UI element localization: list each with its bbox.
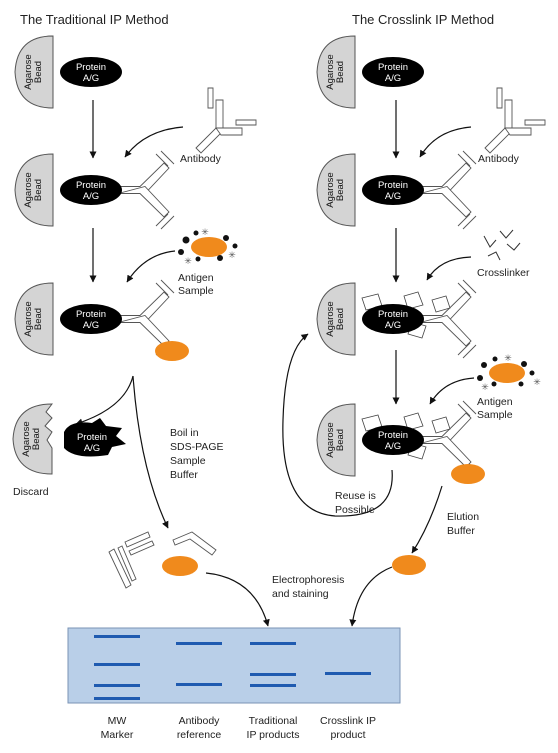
- lane-label-traditional-2: IP products: [247, 729, 300, 741]
- label-elution-1: Elution: [447, 511, 479, 523]
- svg-text:✳: ✳: [533, 377, 541, 387]
- svg-text:A/G: A/G: [385, 191, 401, 202]
- svg-text:A/G: A/G: [385, 441, 401, 452]
- svg-text:AgaroseBead: AgaroseBead: [23, 301, 44, 336]
- lane-label-marker-2: Marker: [101, 729, 134, 741]
- bead-protein-row4-right: AgaroseBead Protein A/G: [316, 400, 485, 484]
- band-traditional-1: [250, 642, 296, 645]
- svg-text:✳: ✳: [184, 256, 192, 266]
- eluted-antigen: [392, 555, 426, 575]
- svg-text:Protein: Protein: [378, 180, 408, 191]
- antibody-free-left: [195, 87, 257, 154]
- bead-protein-row3-left: AgaroseBead Protein A/G: [14, 279, 189, 361]
- label-boil-4: Buffer: [170, 469, 198, 481]
- svg-text:AgaroseBead: AgaroseBead: [325, 54, 346, 89]
- label-electro-1: Electrophoresis: [272, 574, 344, 586]
- svg-text:✳: ✳: [201, 227, 209, 237]
- antigen-sample-left: ✳ ✳ ✳: [178, 227, 238, 266]
- svg-text:A/G: A/G: [385, 73, 401, 84]
- gel: [67, 627, 401, 704]
- svg-text:Protein: Protein: [378, 62, 408, 73]
- svg-text:AgaroseBead: AgaroseBead: [21, 421, 42, 456]
- lane-label-crosslink-1: Crosslink IP: [320, 715, 376, 727]
- crosslinker-molecules: [483, 229, 521, 261]
- label-antibody-left: Antibody: [180, 153, 222, 165]
- svg-text:✳: ✳: [504, 353, 512, 363]
- svg-text:✳: ✳: [228, 250, 236, 260]
- bead-protein-row2-right: AgaroseBead Protein A/G: [316, 150, 477, 230]
- band-traditional-3: [250, 684, 296, 687]
- lane-label-marker-1: MW: [108, 715, 127, 727]
- band-marker-4: [94, 697, 140, 700]
- band-marker-1: [94, 635, 140, 638]
- bead-protein-row3-right: AgaroseBead Protein A/G: [316, 279, 477, 359]
- title-traditional: The Traditional IP Method: [20, 12, 169, 27]
- loose-antibody-fragments: [108, 531, 217, 589]
- svg-text:Protein: Protein: [378, 309, 408, 320]
- svg-text:A/G: A/G: [83, 73, 99, 84]
- svg-text:A/G: A/G: [83, 191, 99, 202]
- label-reuse-1: Reuse is: [335, 490, 376, 502]
- svg-text:AgaroseBead: AgaroseBead: [325, 301, 346, 336]
- label-boil-2: SDS-PAGE: [170, 441, 223, 453]
- svg-text:Protein: Protein: [76, 180, 106, 191]
- label-sample-left: Sample: [178, 285, 214, 297]
- band-marker-3: [94, 684, 140, 687]
- title-crosslink: The Crosslink IP Method: [352, 12, 494, 27]
- band-antibody-2: [176, 683, 222, 686]
- svg-text:A/G: A/G: [84, 443, 100, 454]
- label-discard: Discard: [13, 486, 49, 498]
- svg-text:Protein: Protein: [76, 62, 106, 73]
- label-antigen-left: Antigen: [178, 272, 214, 284]
- svg-text:Protein: Protein: [378, 430, 408, 441]
- label-reuse-2: Possible: [335, 504, 375, 516]
- label-boil-3: Sample: [170, 455, 206, 467]
- bead-protein-row2-left: AgaroseBead Protein A/G: [14, 150, 175, 230]
- svg-text:A/G: A/G: [83, 320, 99, 331]
- band-traditional-2: [250, 673, 296, 676]
- label-sample-right: Sample: [477, 409, 513, 421]
- label-electro-2: and staining: [272, 588, 329, 600]
- svg-text:AgaroseBead: AgaroseBead: [325, 172, 346, 207]
- label-elution-2: Buffer: [447, 525, 475, 537]
- svg-text:AgaroseBead: AgaroseBead: [325, 422, 346, 457]
- svg-text:Protein: Protein: [77, 432, 107, 443]
- label-antigen-right: Antigen: [477, 396, 513, 408]
- lane-label-antibody-2: reference: [177, 729, 222, 741]
- band-crosslink-1: [325, 672, 371, 675]
- band-marker-2: [94, 663, 140, 666]
- lane-label-traditional-1: Traditional: [249, 715, 298, 727]
- antibody-free-right: [484, 87, 546, 154]
- lane-label-antibody-1: Antibody: [179, 715, 221, 727]
- band-antibody-1: [176, 642, 222, 645]
- lane-label-crosslink-2: product: [330, 729, 365, 741]
- bead-protein-row1-right: AgaroseBead Protein A/G: [316, 35, 424, 109]
- antigen-sample-right: ✳ ✳ ✳: [477, 353, 541, 392]
- bead-protein-discard: AgaroseBead Protein A/G: [12, 403, 126, 475]
- bead-protein-row1-left: AgaroseBead Protein A/G: [14, 35, 122, 109]
- svg-text:✳: ✳: [481, 382, 489, 392]
- label-crosslinker: Crosslinker: [477, 267, 530, 279]
- label-boil-1: Boil in: [170, 427, 199, 439]
- svg-text:AgaroseBead: AgaroseBead: [23, 172, 44, 207]
- svg-text:Protein: Protein: [76, 309, 106, 320]
- label-antibody-right: Antibody: [478, 153, 520, 165]
- svg-text:A/G: A/G: [385, 320, 401, 331]
- svg-text:AgaroseBead: AgaroseBead: [23, 54, 44, 89]
